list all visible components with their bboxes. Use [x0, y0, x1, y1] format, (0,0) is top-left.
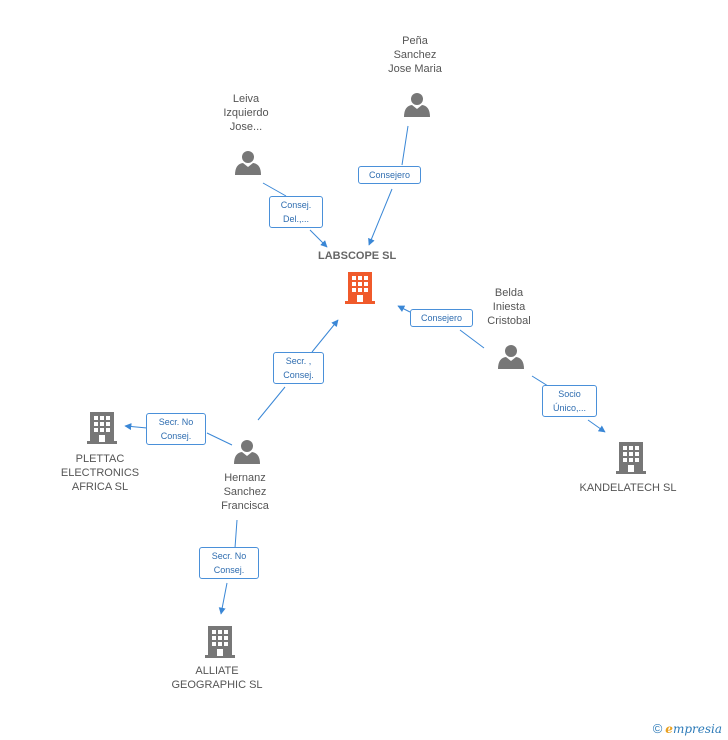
- role-text: Secr. No: [211, 551, 247, 561]
- company-name-line: AFRICA SL: [71, 481, 129, 493]
- person-name-line: Iniesta: [492, 301, 526, 313]
- person-name-line: Belda: [494, 287, 524, 299]
- company-name-line: ELECTRONICS: [60, 467, 140, 479]
- edge-pena-labscope: [369, 125, 409, 245]
- edge-hernanz-alliate: [221, 519, 238, 614]
- person-name-line: Jose...: [229, 121, 263, 133]
- edge-leiva-labscope: [262, 182, 327, 247]
- role-text: Consej.: [160, 431, 192, 441]
- person-icon-belda[interactable]: [498, 345, 524, 369]
- brand-logo-text: mpresia: [672, 722, 722, 736]
- role-text: Secr. No: [158, 417, 194, 427]
- person-label-belda[interactable]: Belda Iniesta Cristobal: [469, 286, 549, 328]
- role-box-belda-labscope[interactable]: Consejero: [410, 309, 473, 327]
- company-label-plettac[interactable]: PLETTAC ELECTRONICS AFRICA SL: [50, 452, 150, 494]
- role-box-belda-kandelatech[interactable]: Socio Único,...: [542, 385, 597, 417]
- building-icon-alliate[interactable]: [205, 626, 235, 658]
- role-box-leiva-labscope[interactable]: Consej. Del.,...: [269, 196, 323, 228]
- role-text: Consej.: [280, 200, 312, 210]
- edge-belda-labscope: [398, 306, 485, 349]
- person-name-line: Jose Maria: [388, 63, 442, 75]
- edges: [125, 125, 605, 614]
- role-text: Del.,...: [282, 214, 309, 224]
- company-name-line: ALLIATE: [195, 665, 239, 677]
- person-name-line: Izquierdo: [223, 107, 269, 119]
- role-text: Consej.: [283, 370, 314, 380]
- person-label-hernanz[interactable]: Hernanz Sanchez Francisca: [205, 471, 285, 513]
- role-text: Consejero: [368, 170, 411, 180]
- person-icon-pena[interactable]: [404, 93, 430, 117]
- person-name-line: Cristobal: [487, 315, 531, 327]
- role-box-hernanz-plettac[interactable]: Secr. No Consej.: [146, 413, 206, 445]
- person-name-line: Hernanz: [224, 472, 266, 484]
- person-icon-leiva[interactable]: [235, 151, 261, 175]
- building-icon-kandelatech[interactable]: [616, 442, 646, 474]
- main-company-label[interactable]: LABSCOPE SL: [318, 250, 397, 262]
- building-icon-plettac[interactable]: [87, 412, 117, 444]
- role-text: Consejero: [420, 313, 463, 323]
- role-box-pena-labscope[interactable]: Consejero: [358, 166, 421, 184]
- person-name-line: Francisca: [221, 500, 269, 512]
- edge-belda-kandelatech: [531, 375, 605, 432]
- role-box-hernanz-labscope[interactable]: Secr. , Consej.: [273, 352, 324, 384]
- company-name-line: KANDELATECH SL: [579, 482, 677, 494]
- person-name-line: Sanchez: [223, 486, 267, 498]
- person-icon-hernanz[interactable]: [234, 440, 260, 464]
- edge-hernanz-labscope: [257, 320, 338, 421]
- person-name-line: Sanchez: [393, 49, 437, 61]
- brand-logo-initial: e: [665, 722, 673, 736]
- copyright-icon: ©: [652, 721, 663, 736]
- company-name-line: PLETTAC: [75, 453, 125, 465]
- role-text: Único,...: [552, 403, 586, 413]
- company-label-kandelatech[interactable]: KANDELATECH SL: [573, 481, 683, 495]
- role-text: Consej.: [213, 565, 245, 575]
- person-label-leiva[interactable]: Leiva Izquierdo Jose...: [206, 92, 286, 134]
- company-name-line: GEOGRAPHIC SL: [171, 679, 263, 691]
- role-text: Socio: [558, 389, 581, 399]
- company-label-alliate[interactable]: ALLIATE GEOGRAPHIC SL: [167, 664, 267, 692]
- brand-footer[interactable]: ©empresia: [653, 721, 722, 736]
- role-text: Secr. ,: [285, 356, 312, 366]
- person-name-line: Peña: [402, 35, 428, 47]
- person-label-pena[interactable]: Peña Sanchez Jose Maria: [375, 34, 455, 76]
- edge-hernanz-plettac: [125, 426, 233, 446]
- role-box-hernanz-alliate[interactable]: Secr. No Consej.: [199, 547, 259, 579]
- person-name-line: Leiva: [232, 93, 260, 105]
- building-icon-labscope[interactable]: [345, 272, 375, 304]
